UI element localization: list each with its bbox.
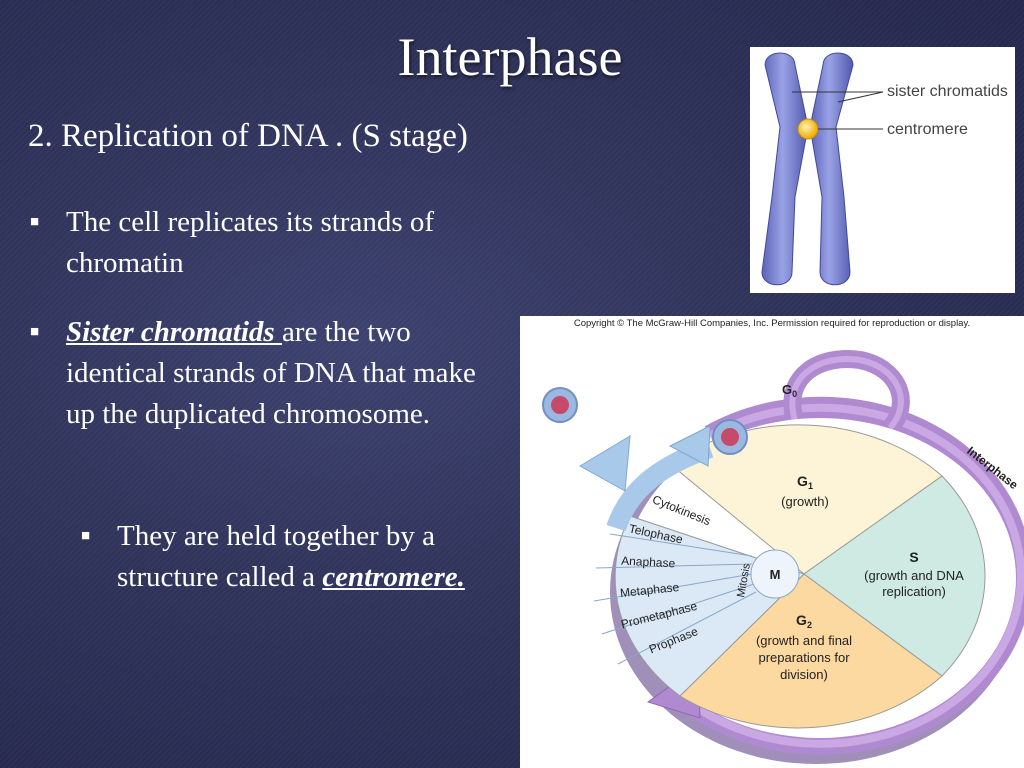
stage-metaphase: Metaphase	[619, 580, 680, 600]
bullet-sister-chromatids: ■ Sister chromatids are the two identica…	[30, 312, 486, 435]
label-g2-desc-2: preparations for	[758, 650, 850, 665]
chromosome-figure: sister chromatids centromere	[750, 47, 1015, 293]
label-g2-desc-3: division)	[780, 667, 828, 682]
bullet-square-icon: ■	[81, 528, 91, 544]
bullet-text: are the two identical strands of DNA tha…	[66, 316, 476, 430]
chromosome-diagram: sister chromatids centromere	[761, 52, 1008, 286]
label-g1-desc: (growth)	[781, 494, 829, 509]
label-g2: G2	[796, 612, 812, 630]
bullet-text: The cell replicates its strands of chrom…	[66, 206, 435, 279]
bullet-replicates: ■ The cell replicates its strands of chr…	[30, 202, 506, 284]
label-mitosis: Mitosis	[735, 562, 753, 598]
label-s-desc-1: (growth and DNA	[864, 568, 964, 583]
label-centromere: centromere	[887, 121, 968, 138]
cell-icon	[542, 387, 578, 423]
cell-cycle-figure: Copyright © The McGraw-Hill Companies, I…	[520, 316, 1024, 768]
leader-line	[837, 91, 884, 103]
bullet-square-icon: ■	[30, 214, 40, 230]
bullet-centromere: ■ They are held together by a structure …	[81, 516, 487, 598]
sector-s	[803, 475, 986, 677]
label-s-desc-2: replication)	[882, 584, 946, 599]
cell-icon	[712, 419, 748, 455]
stage-anaphase: Anaphase	[621, 554, 676, 571]
mitosis-hub	[750, 549, 800, 599]
mitosis-dividers	[593, 533, 757, 665]
label-m: M	[770, 567, 781, 582]
chromatid-left	[761, 52, 809, 286]
centromere-icon	[797, 118, 819, 140]
mitosis-arrow	[579, 425, 714, 532]
slide-subtitle: 2. Replication of DNA . (S stage)	[28, 118, 468, 154]
g0-loop	[783, 350, 910, 435]
cell-cycle-diagram: Copyright © The McGraw-Hill Companies, I…	[542, 318, 1024, 764]
sector-g2	[679, 573, 943, 729]
term-sister-chromatids: Sister chromatids	[66, 316, 282, 348]
label-sister-chromatids: sister chromatids	[887, 83, 1008, 100]
chromatid-right	[809, 52, 854, 286]
copyright-notice: Copyright © The McGraw-Hill Companies, I…	[574, 318, 970, 329]
slide-title: Interphase	[397, 27, 623, 87]
bullet-square-icon: ■	[30, 324, 40, 340]
bullet-text: They are held together by a structure ca…	[117, 520, 436, 593]
label-s: S	[909, 549, 918, 565]
label-g1: G1	[797, 473, 813, 491]
label-g0: G0	[782, 382, 797, 399]
label-g2-desc-1: (growth and final	[756, 633, 852, 648]
term-centromere: centromere.	[322, 561, 465, 593]
